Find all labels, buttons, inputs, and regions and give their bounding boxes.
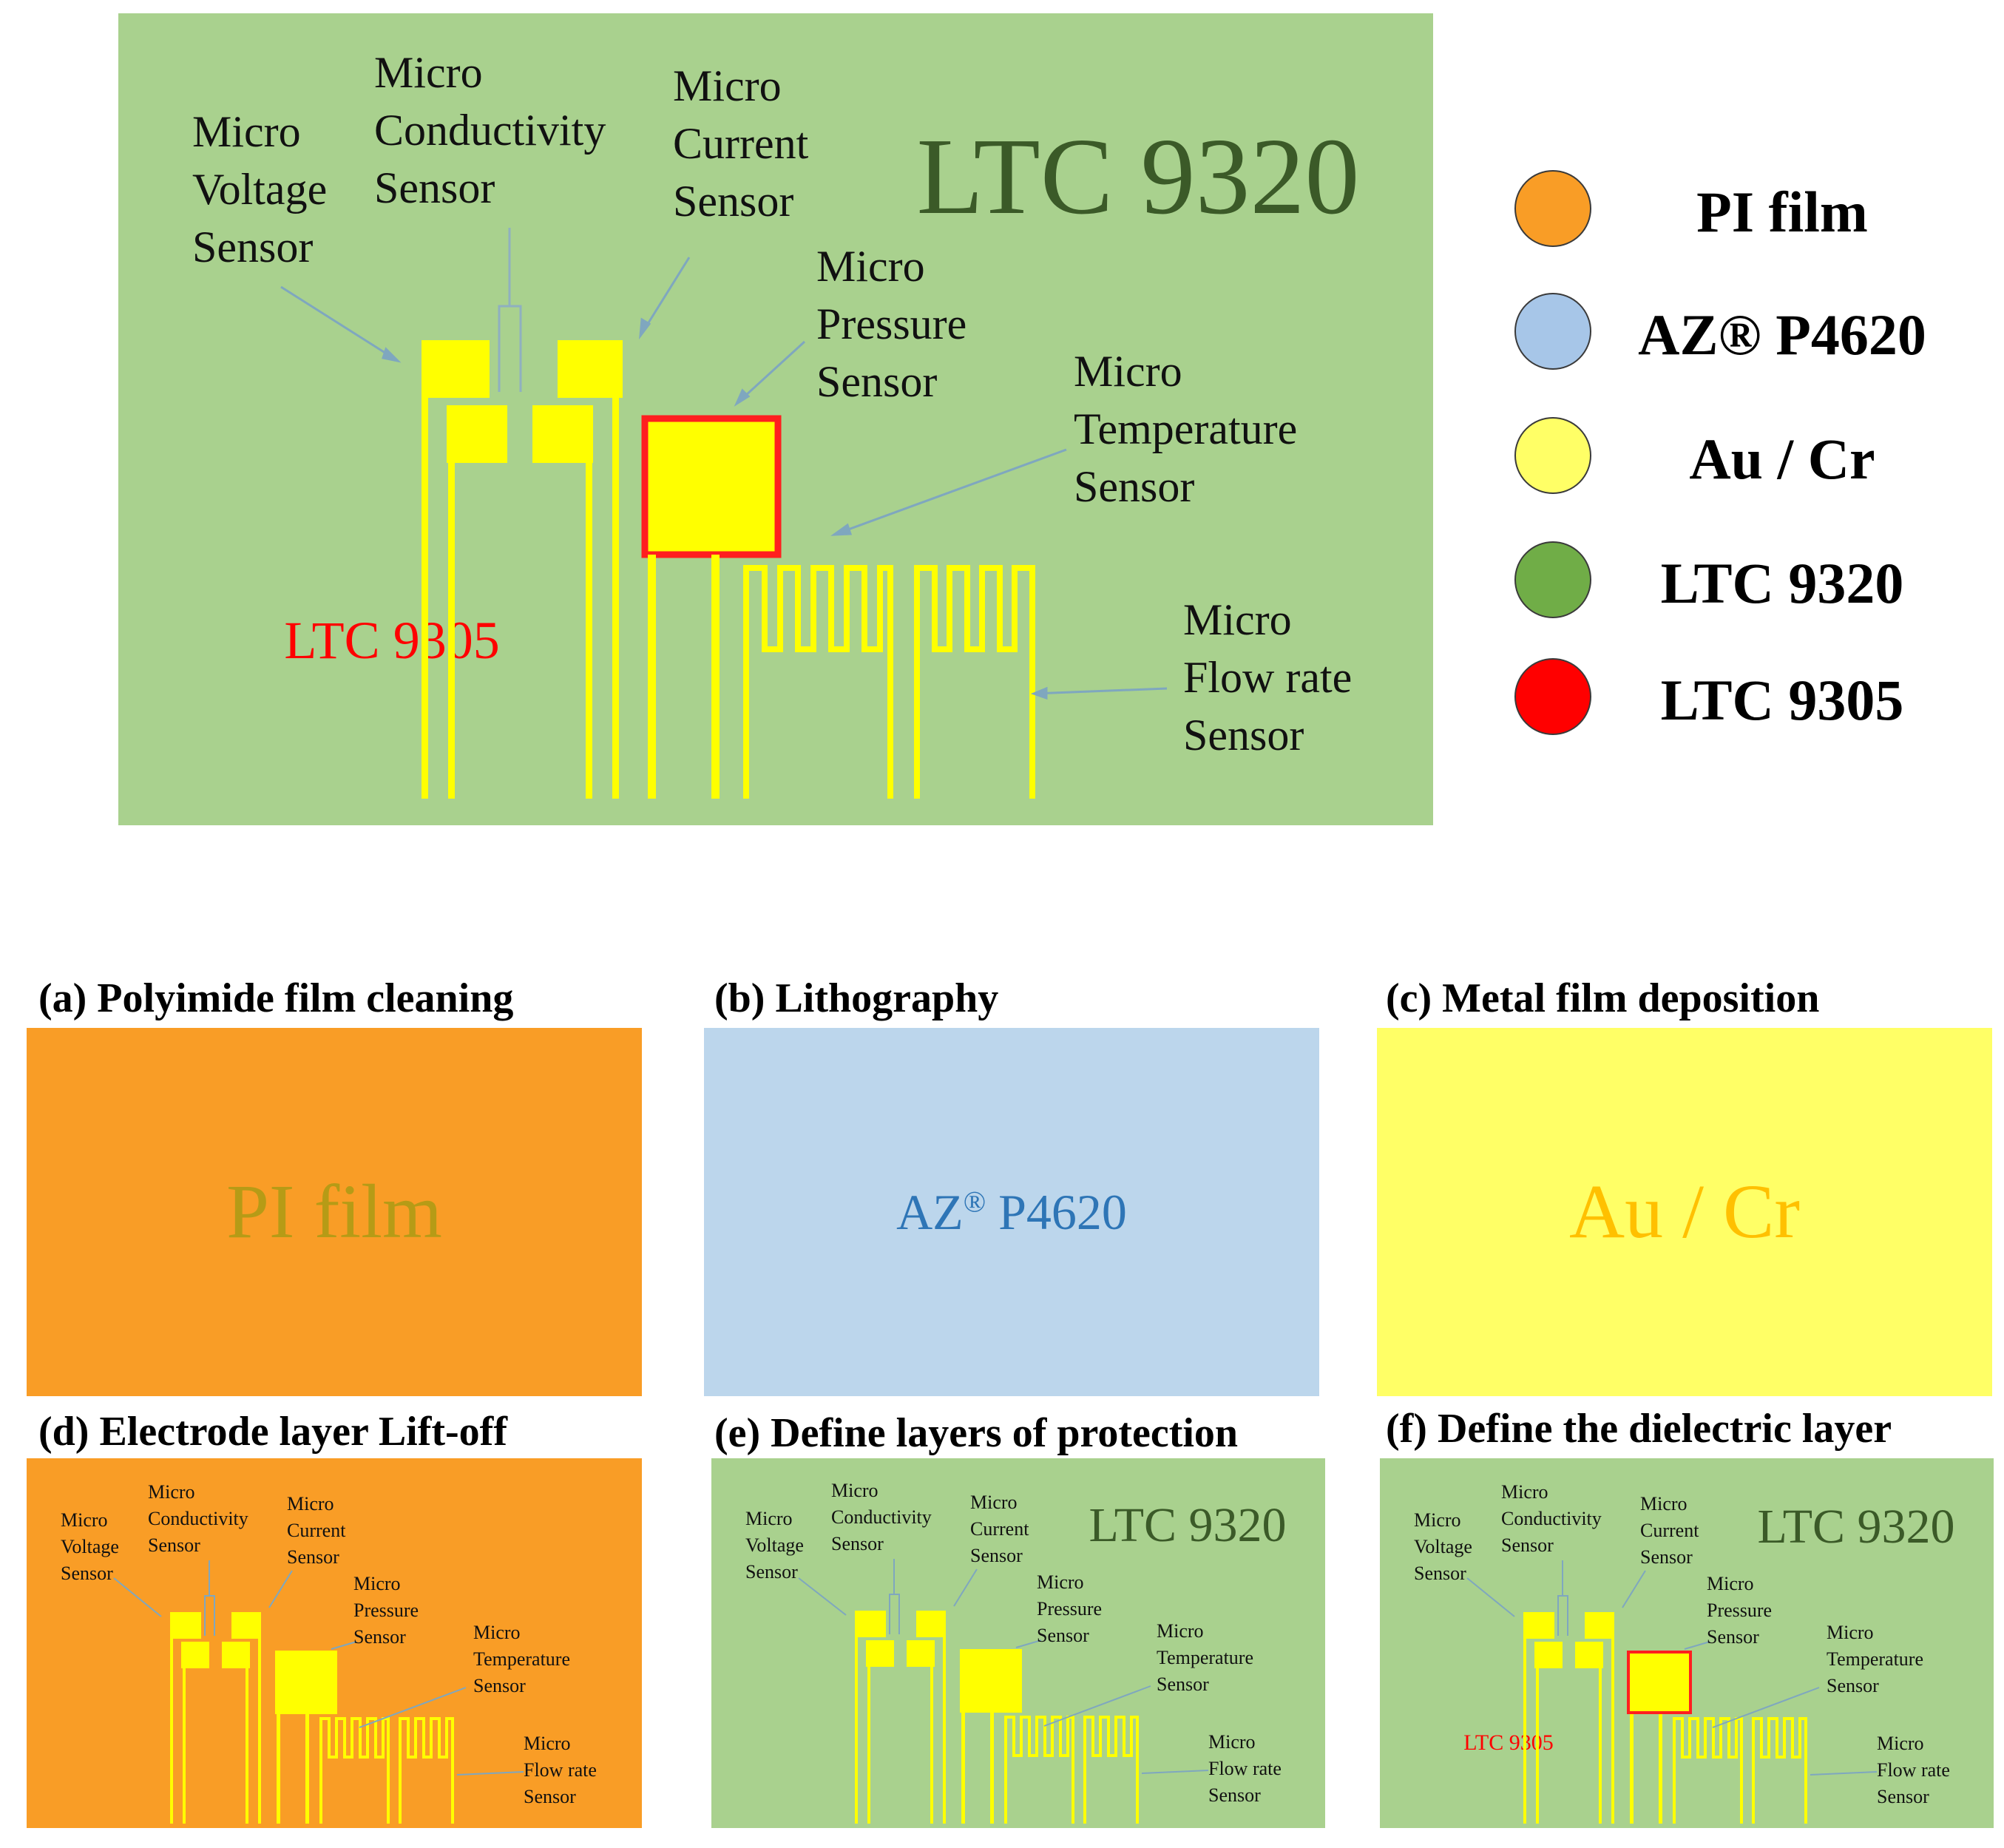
step-b-title: (b) Lithography (714, 975, 999, 1021)
legend-label-ltc-9320: LTC 9320 (1660, 551, 1904, 615)
callout-arrows (280, 257, 1168, 700)
step-b-panel: AZ® P4620 (704, 1028, 1319, 1396)
svg-text:LTC 9320: LTC 9320 (1757, 1500, 1954, 1554)
pressure-sensor-pad (641, 415, 782, 558)
step-c-label: Au / Cr (1569, 1169, 1800, 1254)
pressure-leads (648, 555, 720, 799)
flow-serpentine (914, 565, 1035, 799)
temperature-serpentine (743, 565, 893, 799)
step-e-title: (e) Define layers of protection (714, 1410, 1239, 1456)
svg-text:LTC 9305: LTC 9305 (1463, 1730, 1553, 1755)
ltc9305-label: LTC 9305 (284, 611, 499, 670)
legend-dot-ltc-9305 (1514, 658, 1591, 735)
step-c-panel: Au / Cr (1377, 1028, 1992, 1396)
step-a-label: PI film (226, 1169, 442, 1254)
step-b-label: AZ® P4620 (896, 1184, 1127, 1240)
legend-label-pi-film: PI film (1696, 180, 1868, 244)
legend-label-au-cr: Au / Cr (1689, 427, 1875, 491)
step-f-title: (f) Define the dielectric layer (1386, 1406, 1892, 1452)
svg-text:LTC 9320: LTC 9320 (1089, 1498, 1286, 1552)
step-c-title: (c) Metal film deposition (1386, 975, 1820, 1021)
legend-label-ltc-9305: LTC 9305 (1660, 668, 1904, 732)
legend-dot-au-cr (1514, 417, 1591, 494)
legend-dot-ltc-9320 (1514, 541, 1591, 618)
legend-label-az-p4620: AZ® P4620 (1638, 302, 1926, 367)
legend-dot-az-p4620 (1514, 293, 1591, 370)
ltc9320-title: LTC 9320 (917, 116, 1360, 237)
electrode-pattern (422, 340, 623, 799)
conductivity-lead (498, 228, 522, 392)
step-a-title: (a) Polyimide film cleaning (38, 975, 514, 1021)
step-d-title: (d) Electrode layer Lift-off (38, 1409, 507, 1455)
legend-dot-pi-film (1514, 170, 1591, 247)
step-a-panel: PI film (27, 1028, 642, 1396)
